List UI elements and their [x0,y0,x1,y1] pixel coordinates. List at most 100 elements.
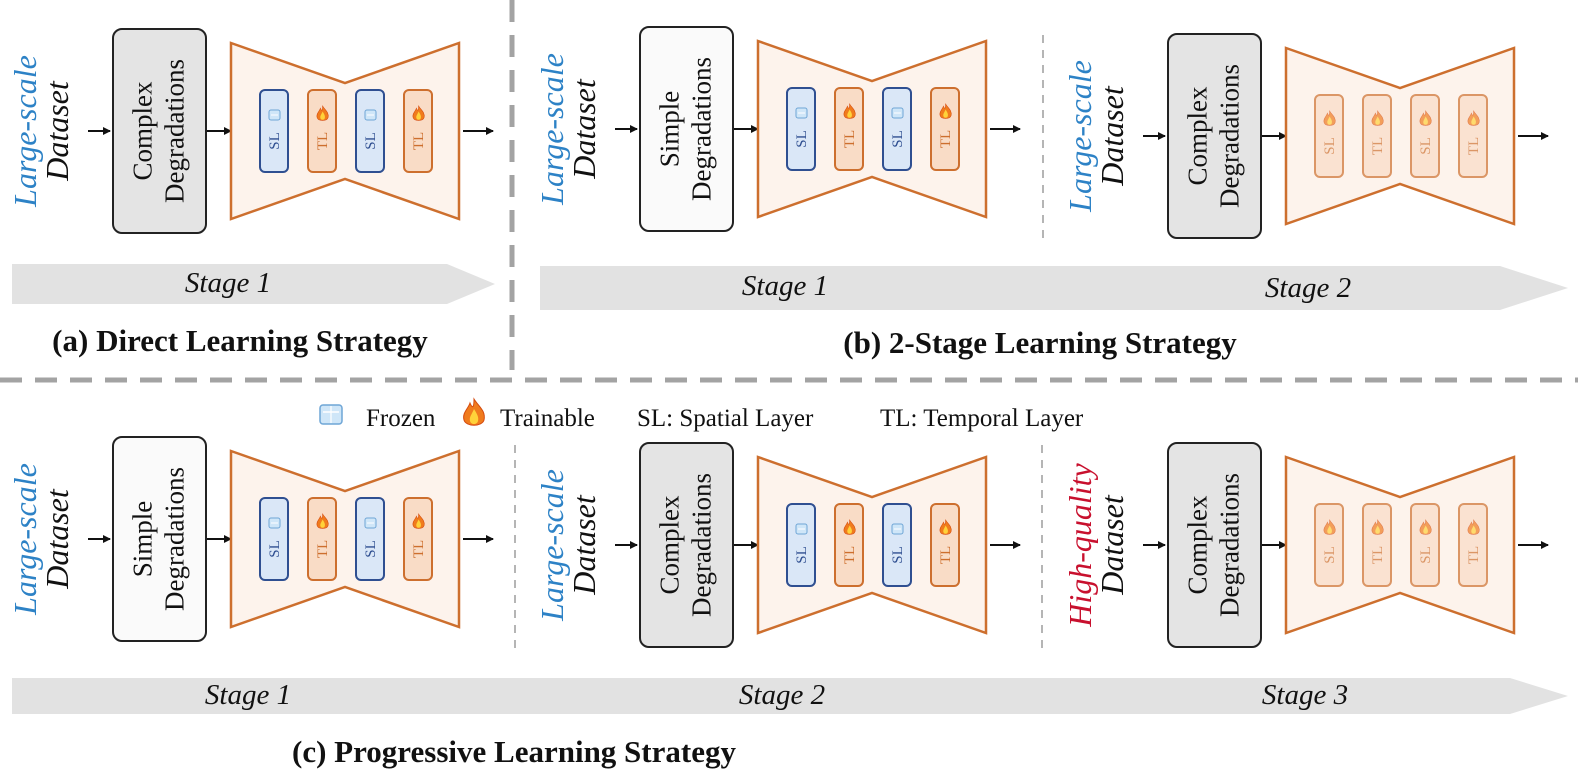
layer-type-text: TL [411,132,427,150]
layer-type-text: SL [363,132,379,150]
spatial-layer: SL [882,503,912,587]
complex-degradation-box [112,28,207,234]
simple-degradation-box [112,436,207,642]
layer-type-text: SL [1322,137,1338,155]
layer-label: TL [411,540,427,558]
flame-icon [843,519,856,535]
layer-block [355,89,385,173]
layer-label: TL [1466,137,1482,155]
dataset-noun: Dataset [566,494,602,596]
flame-icon [843,103,856,119]
legend-frozen: Frozen [366,405,436,432]
ice-cube-icon [891,523,904,535]
layer-label: TL [411,132,427,150]
layer-block [403,497,433,581]
layer-block [930,87,960,171]
flame-icon [939,103,952,119]
layer-block [1314,94,1344,178]
flame-icon [1467,110,1480,126]
spatial-layer: SL [882,87,912,171]
temporal-layer: TL [403,497,433,581]
layer-type-text: TL [1370,137,1386,155]
layer-block [1362,94,1392,178]
dataset-adjective: Large-scale [1062,60,1098,213]
layer-label: SL [890,130,906,148]
degradation-line-1: Simple [128,501,158,578]
spatial-layer: SL [1410,503,1440,587]
layer-block [930,503,960,587]
dataset-noun: Dataset [39,80,75,182]
flame-icon [1419,110,1432,126]
layer-label: SL [363,132,379,150]
layer-label: SL [267,540,283,558]
ice-cube-icon [268,109,281,121]
ice-cube-icon [364,517,377,529]
flame-icon [412,105,425,121]
layer-type-text: SL [267,540,283,558]
temporal-layer: TL [307,89,337,173]
flame-icon [463,397,485,426]
temporal-layer: TL [1362,503,1392,587]
layer-type-text: TL [842,546,858,564]
layer-block [1458,503,1488,587]
degradation-line-2: Degradations [160,59,190,203]
temporal-layer: TL [1458,94,1488,178]
simple-degradation-box [639,26,734,232]
stage-label: Stage 3 [1262,679,1348,711]
layer-block [1362,503,1392,587]
layer-type-text: TL [1466,137,1482,155]
layer-type-text: SL [267,132,283,150]
layer-label: TL [1370,546,1386,564]
layer-label: TL [315,132,331,150]
legend: Frozen Trainable SL: Spatial Layer TL: T… [319,397,1084,432]
panel-caption-c: (c) Progressive Learning Strategy [292,734,736,769]
dataset-noun: Dataset [1094,494,1130,596]
layer-label: TL [938,130,954,148]
dataset-adjective: Large-scale [534,53,570,206]
dataset-noun: Dataset [39,488,75,590]
layer-block [355,497,385,581]
flame-icon [939,519,952,535]
layer-block [786,87,816,171]
layer-block [1458,94,1488,178]
stage-arrow-c [12,678,1568,714]
model-network [229,449,461,629]
stage-arrow-b [540,266,1568,310]
temporal-layer: TL [1362,94,1392,178]
model-network [1284,46,1516,226]
dataset-adjective: High-quality [1062,462,1098,627]
layer-label: TL [1466,546,1482,564]
dataset-adjective: Large-scale [7,463,43,616]
temporal-layer: TL [307,497,337,581]
panel-caption-b: (b) 2-Stage Learning Strategy [843,325,1237,360]
layer-block [834,87,864,171]
temporal-layer: TL [930,87,960,171]
layer-type-text: SL [794,546,810,564]
stage-arrow-a [12,264,495,304]
legend-trainable: Trainable [500,405,595,432]
layer-label: SL [794,546,810,564]
layer-label: TL [938,546,954,564]
layer-label: SL [890,546,906,564]
layer-label: SL [267,132,283,150]
stage-label: Stage 1 [205,679,291,711]
temporal-layer: TL [1458,503,1488,587]
stage-label: Stage 1 [185,267,271,299]
layer-type-text: TL [411,540,427,558]
layer-label: TL [842,130,858,148]
spatial-layer: SL [786,503,816,587]
layer-block [307,89,337,173]
stage-label: Stage 2 [1265,272,1351,304]
flame-icon [1467,519,1480,535]
layer-type-text: TL [1466,546,1482,564]
